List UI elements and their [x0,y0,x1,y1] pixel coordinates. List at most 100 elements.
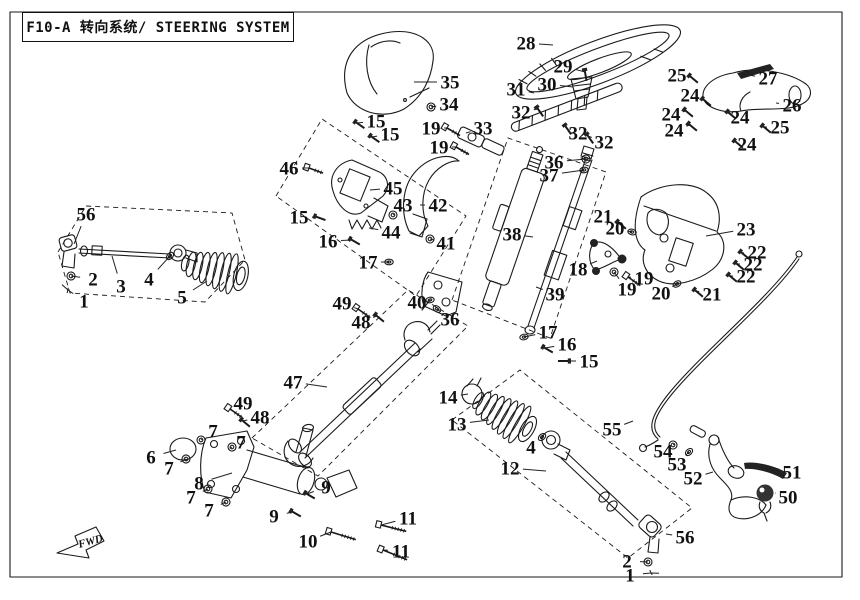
grip-pad [737,64,774,79]
screw-fastener-icon [238,416,251,428]
callout-36: 36 [545,153,591,174]
callout-2: 2 [66,270,98,291]
callout-15: 15 [352,112,386,133]
callout-1: 1 [61,284,89,313]
screw-fastener-icon [686,72,699,84]
part-number-label: 2 [622,552,632,573]
washer-fastener-icon [165,251,175,261]
callout-1: 1 [625,566,660,587]
boltlong-fastener-icon [324,526,357,541]
screw-fastener-icon [561,122,572,135]
leader-line [469,419,490,423]
leader-line [522,468,547,472]
tie-rod-left [58,234,198,269]
nut-fastener-icon [581,154,591,164]
callout-18: 18 [569,260,598,281]
leader-line [305,383,328,388]
callout-4: 4 [144,251,175,291]
part-number-label: 27 [759,69,779,90]
lock-hook [403,155,460,237]
screw-fastener-icon [699,95,712,107]
shift-cable [638,250,803,453]
callout-16: 16 [319,232,361,253]
nut-fastener-icon [668,440,678,450]
callout-32: 32 [512,103,544,124]
leader-line [220,501,227,505]
part-number-label: 35 [441,73,460,94]
part-number-label: 31 [507,80,526,101]
callout-7: 7 [227,433,246,454]
part-number-label: 4 [144,270,154,291]
part-number-label: 21 [703,285,722,306]
leader-line [559,84,574,88]
part-number-label: 2 [88,270,98,291]
leader-line [544,345,555,349]
nut-fastener-icon [181,454,191,464]
callout-7: 7 [196,422,218,445]
leader-line [524,235,534,238]
part-number-label: 6 [146,448,156,469]
part-number-label: 19 [430,138,449,159]
nut-fastener-icon [425,234,435,244]
part-number-label: 51 [783,463,802,484]
steering-shaft-47 [283,320,441,468]
callout-24: 24 [724,108,750,129]
callout-7: 7 [164,454,191,480]
washer-fastener-icon [672,280,682,288]
callout-29: 29 [554,57,588,82]
leader-line [192,280,208,291]
clamp-33 [457,126,505,156]
boot-left [180,251,249,295]
washer-fastener-icon [384,258,394,266]
screw-fastener-icon [681,106,694,118]
callout-9: 9 [269,507,302,528]
part-number-label: 9 [321,478,331,499]
callout-47: 47 [284,373,328,394]
callout-40: 40 [408,293,435,314]
callout-10: 10 [299,526,357,553]
part-number-label: 20 [652,284,671,305]
leader-line [380,520,396,526]
boot-right [472,391,538,444]
part-number-label: 7 [236,433,246,454]
callout-54: 54 [654,440,678,463]
leader-line [392,213,395,216]
part-number-label: 3 [116,277,126,298]
part-number-label: 34 [440,95,460,116]
nut-fastener-icon [388,210,398,220]
part-number-label: 9 [269,507,279,528]
callout-35: 35 [414,73,460,94]
callout-51: 51 [768,463,802,484]
callout-14: 14 [439,388,469,409]
part-number-label: 18 [569,260,588,281]
nut-fastener-icon [227,442,237,452]
callout-11: 11 [374,509,417,533]
callout-24: 24 [731,135,757,156]
part-number-label: 10 [299,532,318,553]
screw-fastener-icon [583,131,594,144]
fwd-arrow: FWD [56,526,105,559]
part-number-label: 37 [540,166,560,187]
screw-fastener-icon [731,137,744,149]
callout-12: 12 [501,459,547,480]
part-number-label: 41 [437,234,456,255]
washer-fastener-icon [537,432,547,442]
part-number-label: 7 [208,422,218,443]
callout-20: 20 [652,280,682,305]
lever-pad [744,462,787,479]
screw-fastener-icon [312,213,326,222]
leader-line [642,572,652,575]
leader-line [705,471,714,475]
washer-fastener-icon [425,296,435,304]
part-number-label: 24 [731,108,751,129]
screw-fastener-icon [352,118,365,129]
part-number-label: 11 [392,542,410,563]
nut-fastener-icon [196,435,206,445]
callout-11: 11 [376,542,410,563]
part-number-label: 49 [333,294,352,315]
gate-cover [634,184,725,285]
switch-housing [702,69,811,113]
callout-7: 7 [186,484,213,509]
leader-line [747,74,756,77]
